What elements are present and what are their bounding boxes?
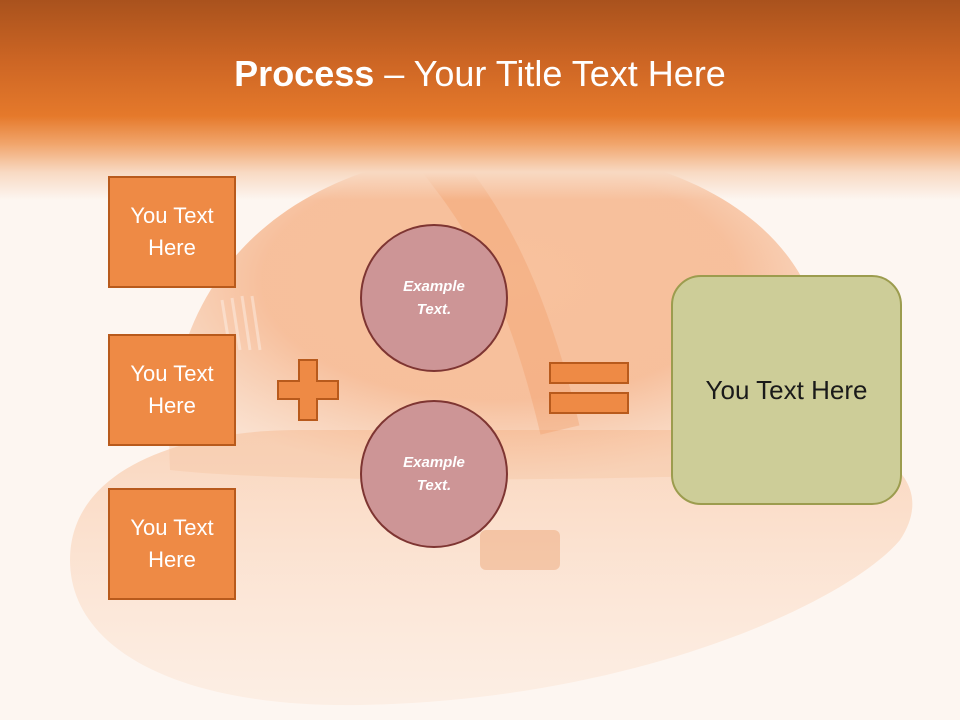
text-box-2[interactable]: You Text Here — [108, 334, 236, 446]
plus-icon — [277, 359, 339, 421]
title-bold: Process — [234, 53, 375, 94]
title-rest: – Your Title Text Here — [374, 53, 726, 94]
example-circle-2[interactable]: Example Text. — [360, 400, 508, 548]
example-circle-1[interactable]: Example Text. — [360, 224, 508, 372]
text-box-1[interactable]: You Text Here — [108, 176, 236, 288]
result-label: You Text Here — [705, 374, 868, 405]
circle-label: Example Text. — [403, 278, 465, 318]
equals-icon — [549, 362, 629, 414]
page-title: Process – Your Title Text Here — [0, 52, 960, 96]
result-box[interactable]: You Text Here — [671, 275, 902, 505]
text-box-3[interactable]: You Text Here — [108, 488, 236, 600]
text-box-label: You Text Here — [130, 515, 214, 572]
text-box-label: You Text Here — [130, 361, 214, 418]
text-box-label: You Text Here — [130, 203, 214, 260]
circle-label: Example Text. — [403, 454, 465, 494]
header-band — [0, 0, 960, 200]
